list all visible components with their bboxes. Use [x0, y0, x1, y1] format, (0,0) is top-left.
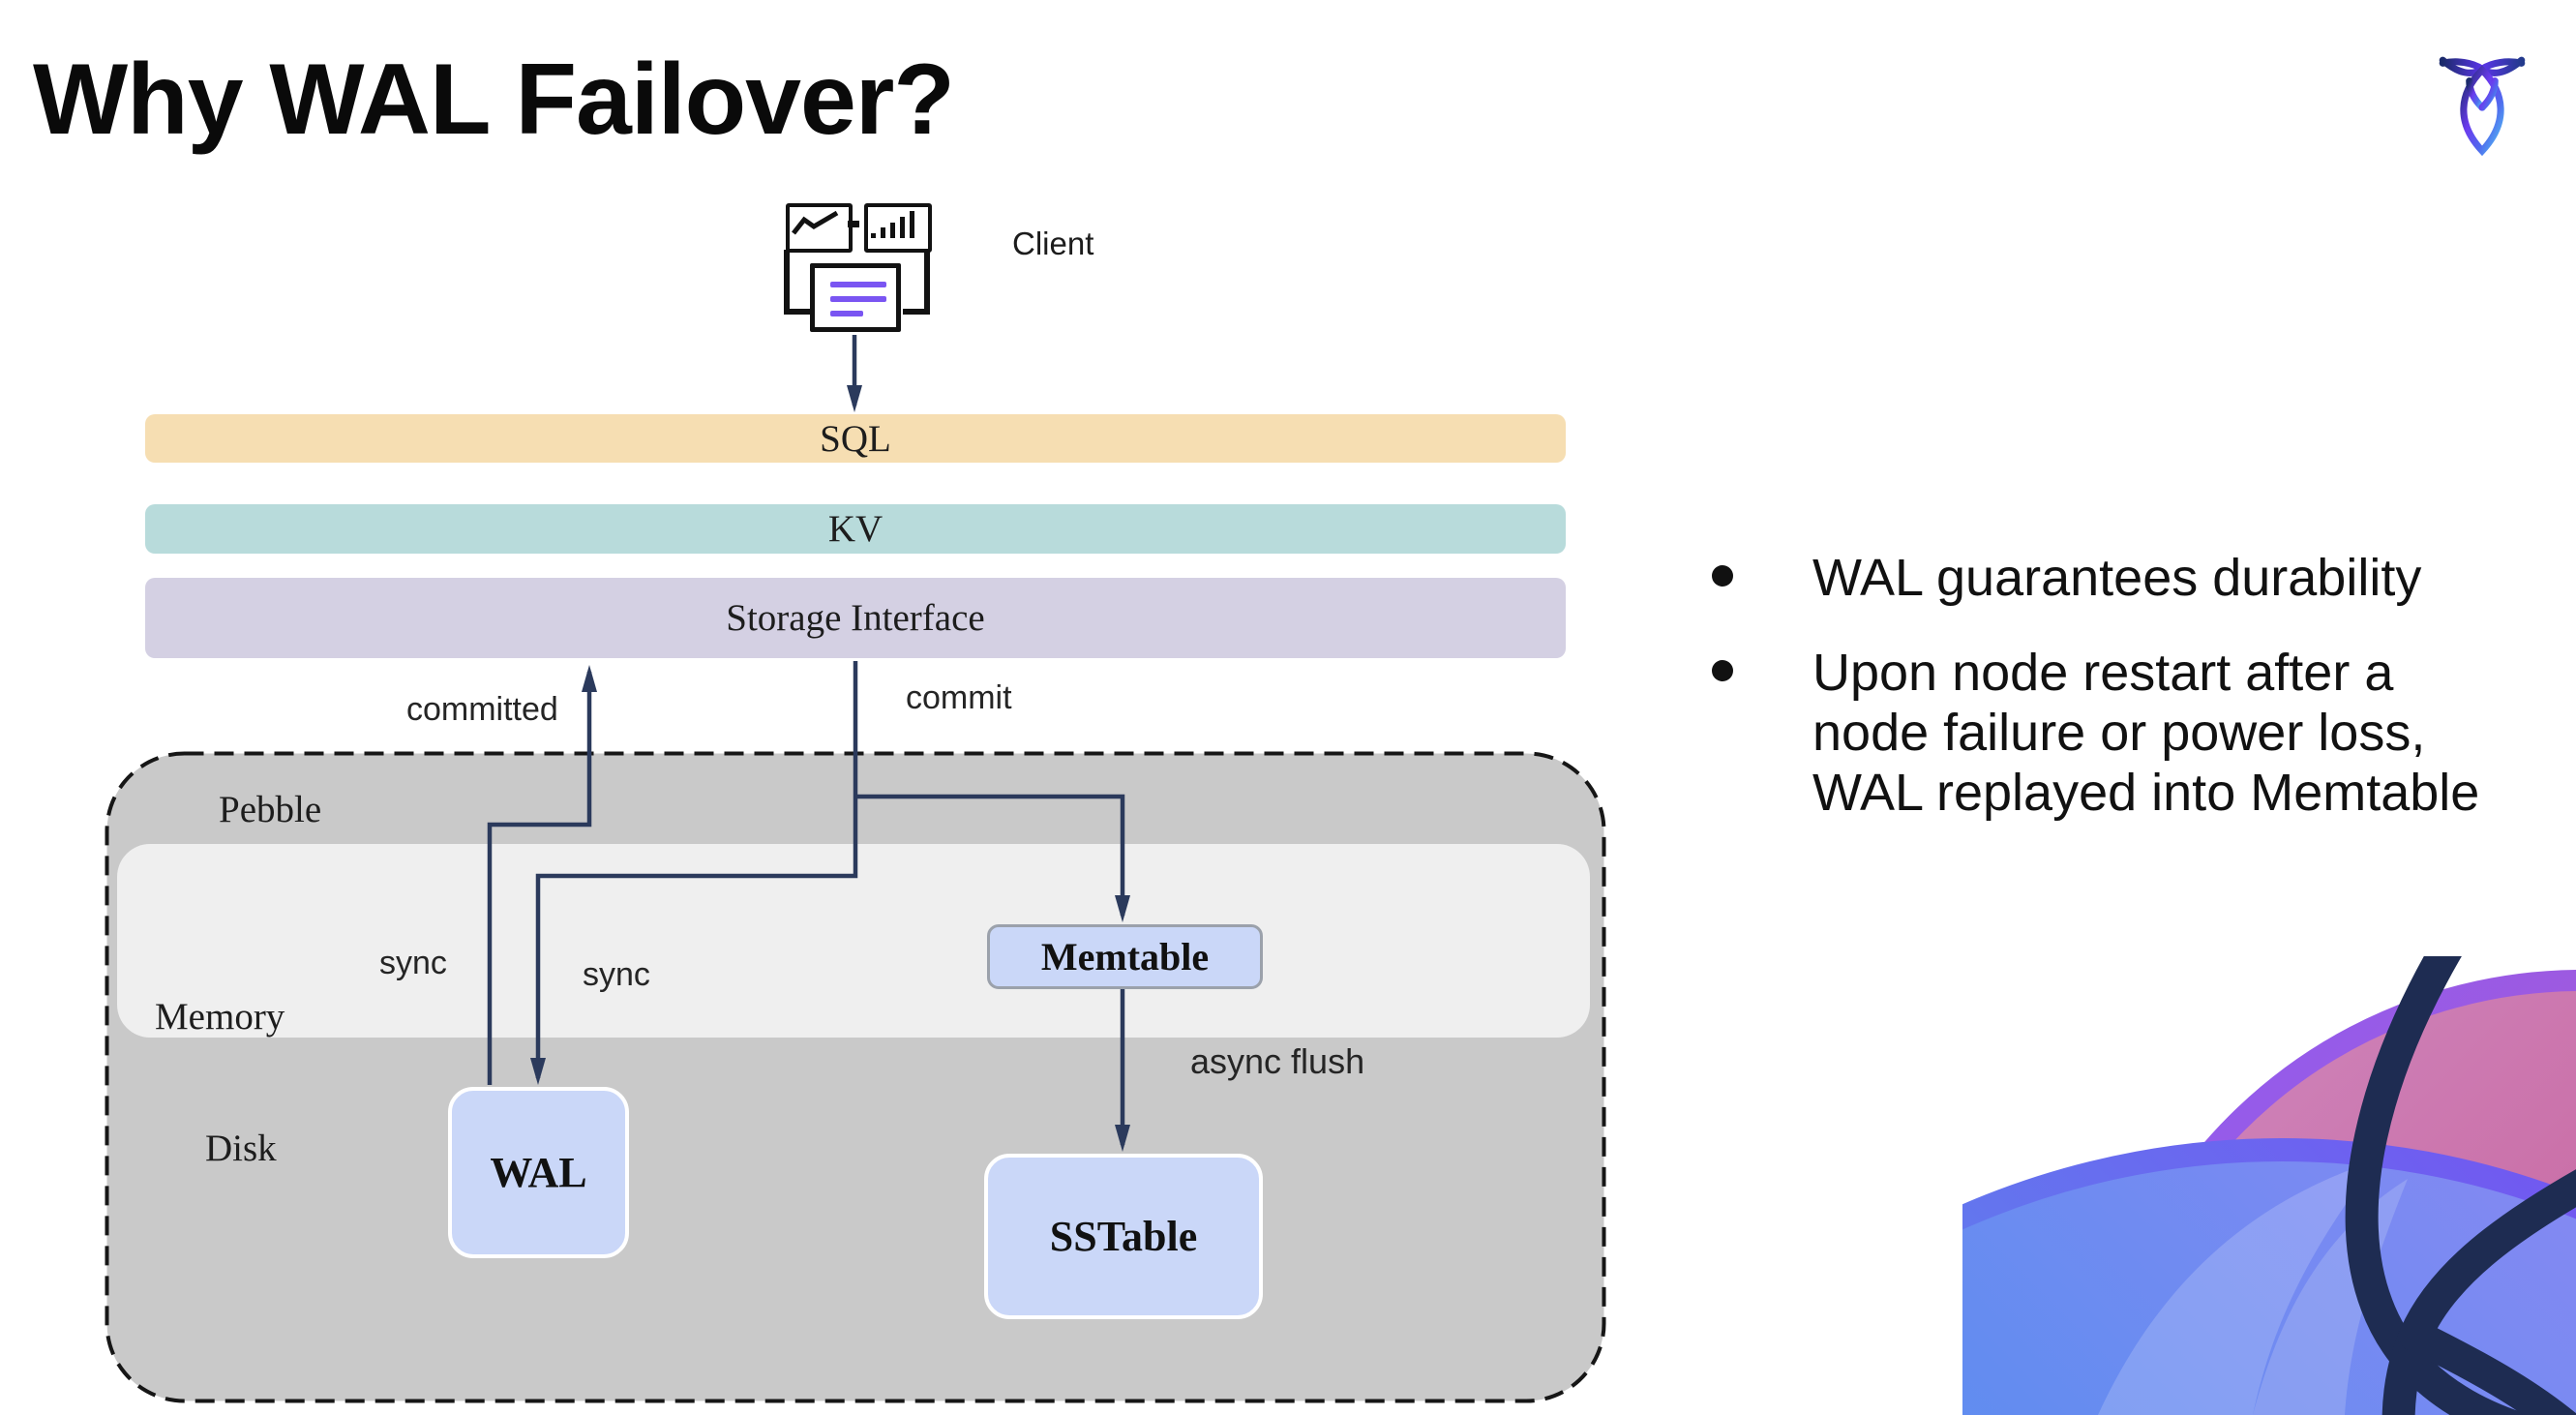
sstable-box-label: SSTable [1049, 1213, 1198, 1260]
wal-box-label: WAL [490, 1149, 587, 1196]
commit-edge-label: commit [906, 679, 1012, 716]
memory-label: Memory [155, 996, 285, 1038]
icon-connector-dash [848, 221, 859, 227]
storage-interface-layer-label: Storage Interface [726, 597, 985, 639]
right-bracket-icon [903, 250, 930, 315]
pebble-label: Pebble [219, 789, 322, 830]
committed-edge-label: committed [406, 691, 558, 728]
storage-interface-layer-bar: Storage Interface [145, 578, 1566, 658]
client-label: Client [1012, 226, 1094, 261]
document-text-line [830, 311, 863, 316]
sync-right-edge-label: sync [583, 956, 650, 993]
bar-chart-icon [864, 203, 932, 253]
line-chart-icon [786, 203, 853, 253]
sql-layer-bar: SQL [145, 414, 1566, 463]
wal-committed-arrow [487, 665, 597, 1085]
bullet-text: Upon node restart after a node failure o… [1812, 644, 2480, 822]
kv-layer-bar: KV [145, 504, 1566, 554]
bullet-text: WAL guarantees durability [1812, 549, 2422, 607]
kv-layer-label: KV [827, 508, 884, 550]
document-icon [810, 263, 901, 332]
bullet-icon [1712, 660, 1733, 681]
cockroachdb-logo-icon [2439, 56, 2526, 157]
cockroachdb-art-decoration [1962, 956, 2576, 1415]
commit-to-memtable-arrow [855, 794, 1130, 922]
sstable-box: SSTable [984, 1154, 1263, 1319]
wal-box: WAL [448, 1087, 629, 1258]
async-flush-edge-label: async flush [1190, 1041, 1365, 1081]
document-text-line [830, 296, 886, 302]
page-title: Why WAL Failover? [33, 44, 955, 156]
list-item: Upon node restart after a node failure o… [1689, 643, 2560, 823]
commit-sync-to-wal-arrow [530, 661, 858, 1085]
memtable-box: Memtable [987, 924, 1263, 989]
document-text-line [830, 282, 886, 287]
sql-layer-label: SQL [820, 417, 891, 460]
list-item: WAL guarantees durability [1689, 548, 2560, 608]
memtable-box-label: Memtable [1040, 935, 1210, 978]
sync-left-edge-label: sync [379, 945, 447, 981]
bullet-icon [1712, 565, 1733, 587]
bullet-list: WAL guarantees durability Upon node rest… [1689, 548, 2560, 823]
disk-label: Disk [205, 1128, 277, 1169]
left-bracket-icon [784, 250, 811, 315]
